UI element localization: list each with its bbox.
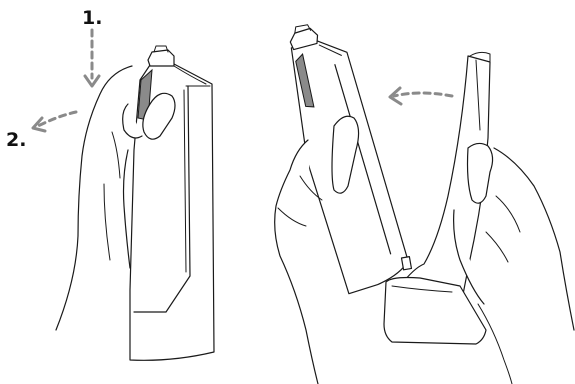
device-right-button bbox=[295, 53, 315, 108]
device-cap bbox=[147, 49, 175, 67]
step-1-label: 1. bbox=[82, 7, 102, 29]
step-2-arrow-icon bbox=[31, 110, 78, 133]
removal-arrow-icon bbox=[388, 86, 454, 106]
reservoir-piece bbox=[383, 51, 491, 345]
step-1-arrow-icon bbox=[83, 28, 101, 88]
hand-right-right bbox=[453, 142, 575, 384]
hand-right-left bbox=[274, 115, 360, 384]
right-panel bbox=[274, 24, 575, 384]
step-2-label: 2. bbox=[6, 129, 26, 151]
hand-left bbox=[55, 65, 176, 331]
left-panel: 1. 2. bbox=[6, 7, 215, 361]
reservoir-base bbox=[383, 276, 487, 345]
device-left bbox=[129, 45, 215, 361]
